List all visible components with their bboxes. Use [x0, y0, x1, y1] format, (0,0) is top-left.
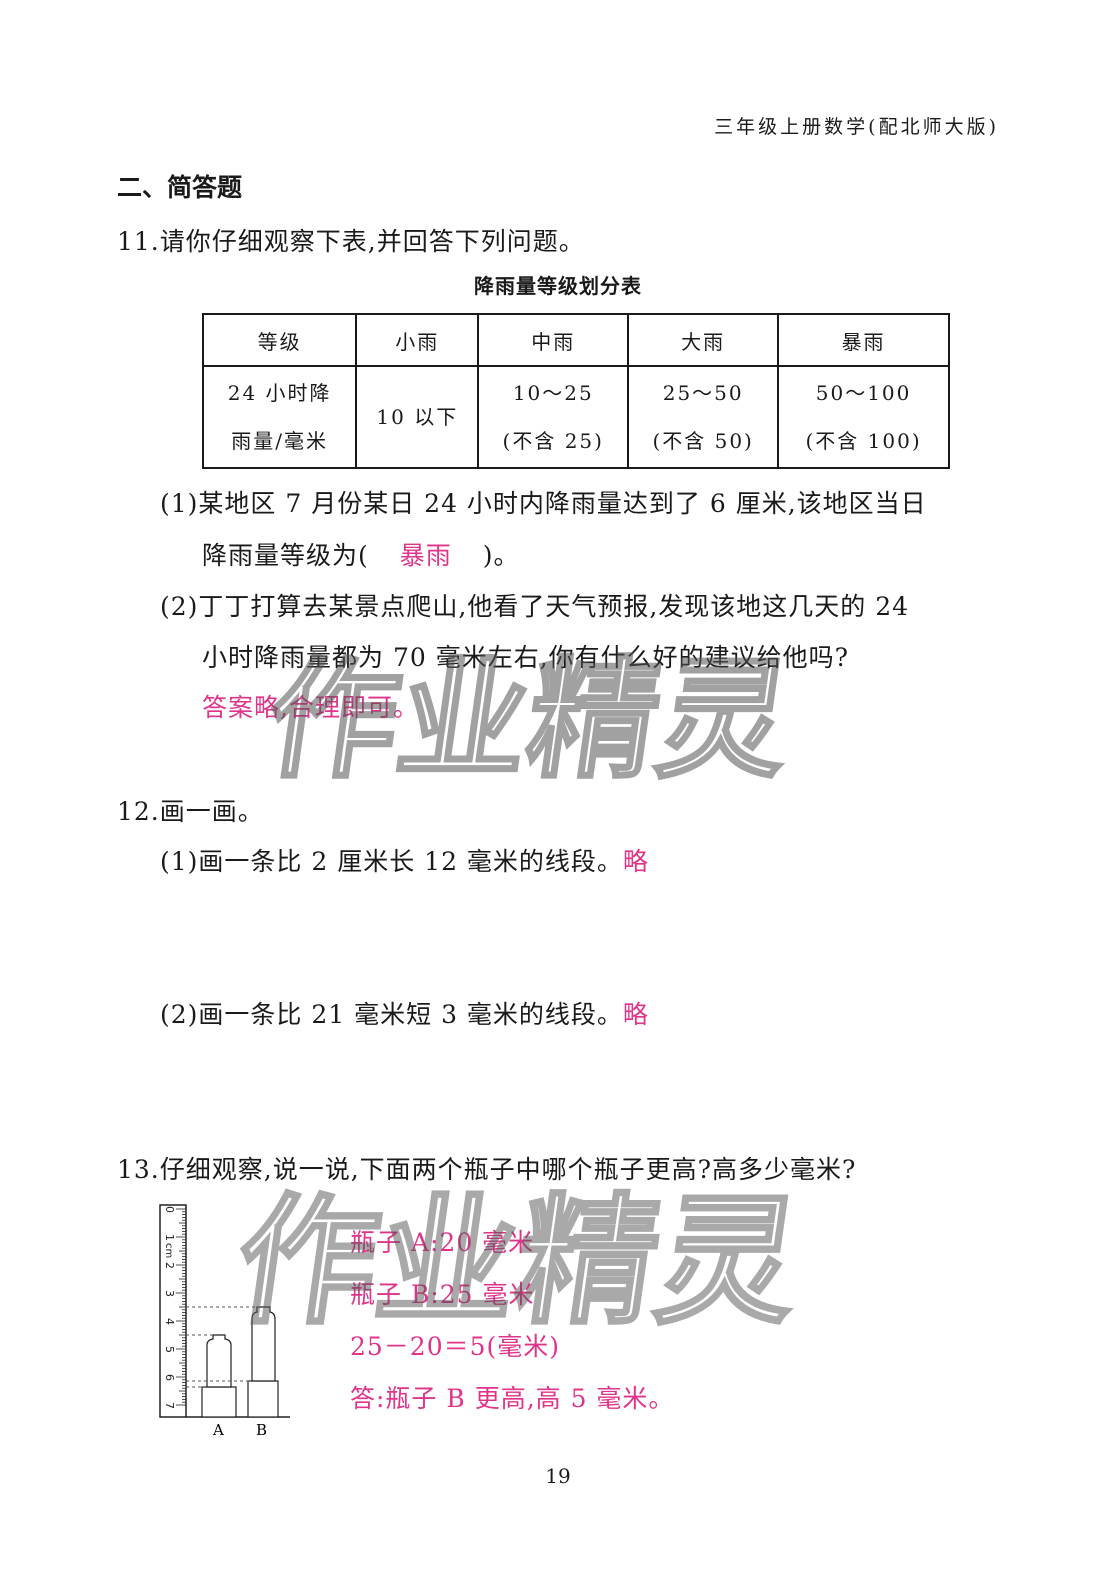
- ruler: [159, 1204, 187, 1418]
- table-header-storm: 暴雨: [777, 313, 950, 367]
- bottle-a-label: A: [212, 1421, 224, 1439]
- table-header-large: 大雨: [627, 313, 780, 367]
- q13-stem: 13.仔细观察,说一说,下面两个瓶子中哪个瓶子更高?高多少毫米?: [117, 1155, 857, 1184]
- ruler-label-4: 4: [163, 1318, 176, 1325]
- q13-answer-line4: 答:瓶子 B 更高,高 5 毫米。: [350, 1384, 675, 1413]
- section-title: 二、简答题: [117, 173, 243, 202]
- storm-range: 50～100: [815, 381, 912, 405]
- ruler-labels: 0 1 2 3 4 5 6 7 cm: [163, 1206, 176, 1409]
- q12-part1: (1)画一条比 2 厘米长 12 毫米的线段。略: [160, 842, 649, 878]
- storm-note: (不含 100): [805, 429, 922, 453]
- bottle-b-base: [247, 1380, 279, 1418]
- q11-part1-line1: (1)某地区 7 月份某日 24 小时内降雨量达到了 6 厘米,该地区当日: [160, 489, 927, 518]
- q11-stem: 11.请你仔细观察下表,并回答下列问题。: [117, 227, 585, 256]
- bottle-b: [251, 1306, 276, 1382]
- table-title: 降雨量等级划分表: [474, 274, 642, 298]
- bottle-b-label: B: [256, 1421, 267, 1439]
- ruler-label-3: 3: [163, 1290, 176, 1297]
- bottle-a-base: [201, 1386, 237, 1418]
- medium-note: (不含 25): [502, 429, 604, 453]
- large-note: (不含 50): [652, 429, 754, 453]
- ruler-ticks: [176, 1208, 186, 1406]
- row-label-line1: 24 小时降: [227, 381, 332, 405]
- large-range: 25～50: [662, 381, 744, 405]
- page-number: 19: [545, 1464, 571, 1488]
- q12-part2-text: (2)画一条比 21 毫米短 3 毫米的线段。: [160, 1000, 623, 1029]
- q12-stem: 12.画一画。: [117, 797, 264, 826]
- table-header-small: 小雨: [355, 313, 480, 367]
- q11-part1-line2: 降雨量等级为( 暴雨 )。: [202, 536, 519, 572]
- table-cell-large: 25～50 (不含 50): [627, 365, 780, 469]
- q12-part2: (2)画一条比 21 毫米短 3 毫米的线段。略: [160, 995, 649, 1031]
- table-header-level: 等级: [201, 313, 358, 367]
- q12-part1-text: (1)画一条比 2 厘米长 12 毫米的线段。: [160, 847, 623, 876]
- medium-range: 10～25: [512, 381, 594, 405]
- ruler-unit: cm: [163, 1243, 174, 1258]
- ruler-label-0: 0: [163, 1206, 176, 1213]
- ruler-label-2: 2: [163, 1262, 176, 1269]
- table-row-label: 24 小时降 雨量/毫米: [201, 365, 358, 469]
- table-cell-small: 10 以下: [355, 365, 480, 469]
- row-label-line2: 雨量/毫米: [231, 429, 329, 453]
- q11-part1-prefix: 降雨量等级为(: [202, 541, 369, 570]
- q11-part2-line1: (2)丁丁打算去某景点爬山,他看了天气预报,发现该地这几天的 24: [160, 592, 910, 621]
- table-cell-storm: 50～100 (不含 100): [777, 365, 950, 469]
- ruler-label-6: 6: [163, 1374, 176, 1381]
- q13-answer-line2: 瓶子 B:25 毫米: [350, 1280, 535, 1309]
- q11-part1-suffix: )。: [482, 541, 520, 570]
- ruler-label-5: 5: [163, 1346, 176, 1353]
- bottle-a: [206, 1334, 232, 1388]
- ruler-label-7: 7: [163, 1402, 176, 1409]
- q12-part1-answer: 略: [622, 847, 649, 876]
- page-header: 三年级上册数学(配北师大版): [714, 116, 999, 138]
- q11-part2-answer: 答案略,合理即可。: [202, 693, 419, 722]
- q13-answer-line1: 瓶子 A:20 毫米: [350, 1228, 535, 1257]
- table-header-medium: 中雨: [477, 313, 630, 367]
- q12-part2-answer: 略: [622, 1000, 649, 1029]
- table-cell-medium: 10～25 (不含 25): [477, 365, 630, 469]
- rainfall-table: 等级 小雨 中雨 大雨 暴雨 24 小时降 雨量/毫米 10 以下 10～25 …: [201, 313, 950, 469]
- ruler-label-1: 1: [163, 1234, 176, 1241]
- q11-part1-answer: 暴雨: [399, 541, 452, 570]
- q13-answer-line3: 25－20＝5(毫米): [350, 1332, 561, 1361]
- ruler-bottles-figure: 0 1 2 3 4 5 6 7 cm A B: [159, 1204, 290, 1439]
- q11-part2-line2: 小时降雨量都为 70 毫米左右,你有什么好的建议给他吗?: [202, 643, 850, 672]
